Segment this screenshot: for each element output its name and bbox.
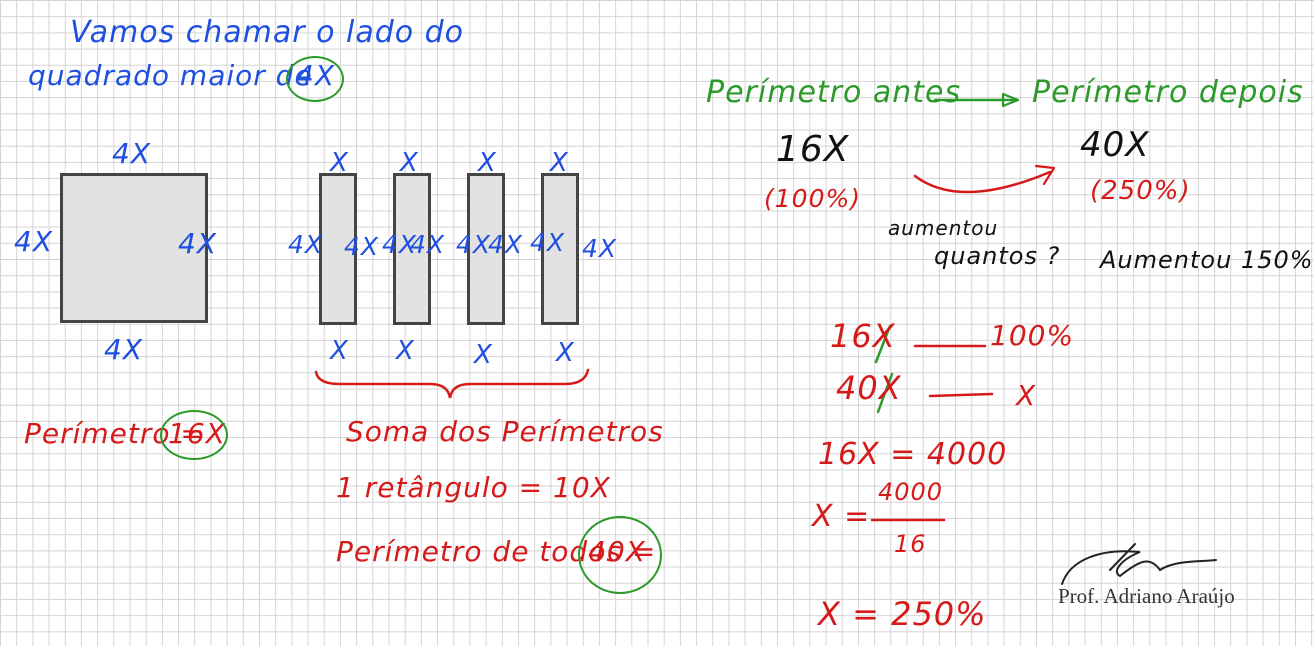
rule-row1-right: 100% — [990, 319, 1075, 352]
rect-side-label: 4X — [382, 230, 418, 259]
rule-row2-right: X — [1016, 379, 1037, 412]
square-bottom-label: 4X — [104, 333, 143, 366]
strike-1 — [874, 324, 892, 364]
intro-line-2: quadrado maior de — [28, 59, 313, 92]
soma-line-1: 1 retângulo = 10X — [336, 471, 611, 504]
intro-var-circle — [286, 56, 344, 102]
rect-side-label: 4X — [530, 228, 566, 257]
curved-arrow — [913, 170, 1052, 194]
rect-side-label: 4X — [456, 230, 492, 259]
rule-row2-left: 40X — [836, 369, 902, 407]
rect-top-label: X — [400, 148, 419, 178]
before-pct: (100%) — [764, 184, 861, 213]
rectangle-3 — [467, 173, 505, 325]
rectangle-2 — [393, 173, 431, 325]
equation-2-lhs: X = — [812, 499, 871, 534]
strike-2 — [876, 372, 894, 414]
square-left-label: 4X — [14, 225, 53, 258]
equation-2-denominator: 16 — [894, 530, 927, 558]
soma-value-circle — [578, 516, 662, 594]
dash-row2 — [928, 392, 994, 398]
before-value: 16X — [776, 129, 850, 170]
rectangle-1 — [319, 173, 357, 325]
rect-bottom-label: X — [396, 336, 415, 366]
curved-arrow-head — [1034, 164, 1056, 186]
equation-1: 16X = 4000 — [818, 437, 1008, 472]
answer-text: Aumentou 150% — [1100, 246, 1314, 274]
rect-top-label: X — [478, 148, 497, 178]
rect-bottom-label: X — [556, 338, 575, 368]
rect-bottom-label: X — [474, 340, 493, 370]
square-top-label: 4X — [112, 137, 151, 170]
soma-title: Soma dos Perímetros — [346, 415, 664, 448]
result: X = 250% — [818, 595, 987, 633]
rect-bottom-label: X — [330, 336, 349, 366]
large-square — [60, 173, 208, 323]
rect-side-label: 4X — [488, 230, 524, 259]
rect-top-label: X — [330, 148, 349, 178]
brace — [314, 368, 590, 399]
rect-side-label: 4X — [582, 234, 618, 263]
signature-scribble — [1061, 543, 1217, 585]
before-label: Perímetro antes — [706, 75, 962, 110]
rect-side-label: 4X — [344, 232, 380, 261]
equation-2-numerator: 4000 — [878, 478, 944, 506]
question-line-2: quantos ? — [934, 242, 1061, 270]
question-line-1: aumentou — [888, 216, 999, 240]
perimetro-circle — [160, 410, 228, 460]
square-right-label: 4X — [178, 227, 217, 260]
rect-side-label: 4X — [288, 230, 324, 259]
after-value: 40X — [1080, 125, 1150, 165]
rect-top-label: X — [550, 148, 569, 178]
arrow-right-head — [1001, 92, 1020, 108]
rectangle-4 — [541, 173, 579, 325]
intro-line-1: Vamos chamar o lado do — [70, 15, 465, 50]
after-label: Perímetro depois — [1032, 75, 1304, 110]
rect-side-label: 4X — [410, 230, 446, 259]
rule-row1-left: 16X — [830, 317, 896, 355]
signature-name: Prof. Adriano Araújo — [1058, 584, 1235, 608]
after-pct: (250%) — [1090, 176, 1191, 206]
